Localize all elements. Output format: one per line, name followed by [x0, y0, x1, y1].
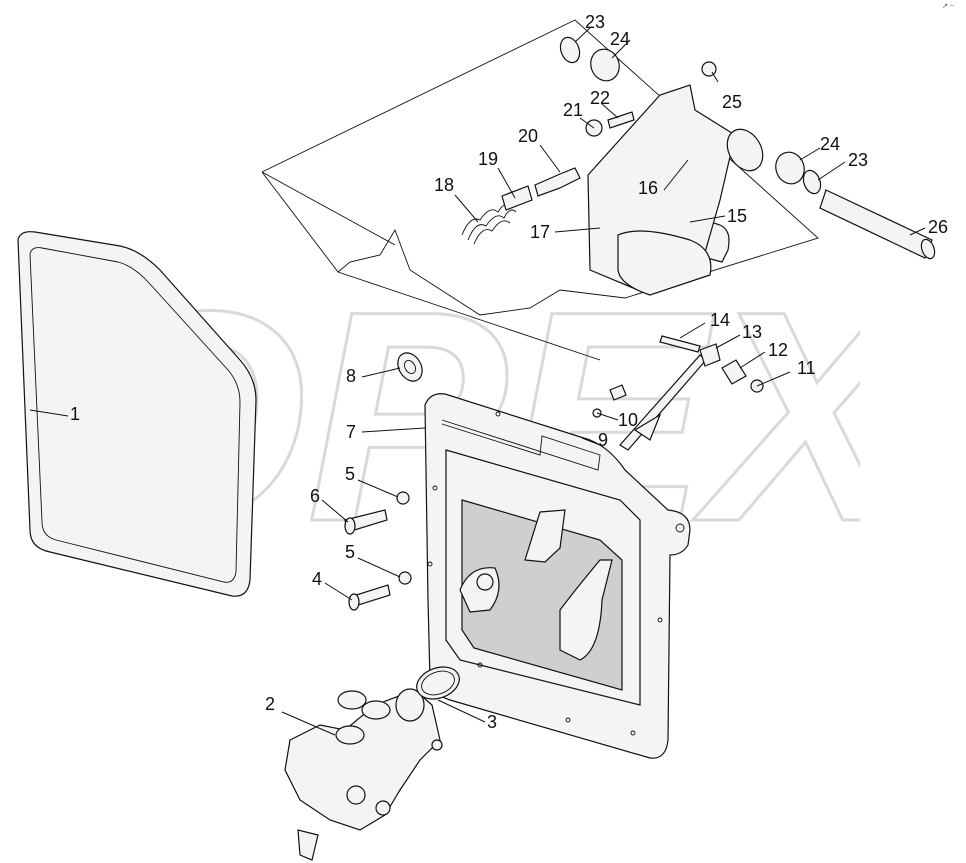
- push-rod-part-9: [619, 354, 707, 451]
- bolt-part-22: [607, 111, 635, 129]
- callout-3: 3: [487, 712, 497, 732]
- washer-part-8: [397, 352, 423, 382]
- washer-part-23-left: [559, 36, 581, 64]
- callout-24-right: 24: [820, 134, 840, 154]
- callout-5-upper: 5: [345, 464, 355, 484]
- callout-6: 6: [310, 486, 320, 506]
- spring-part-18: [461, 203, 517, 245]
- nut-part-10: [609, 384, 627, 401]
- callout-20: 20: [518, 126, 538, 146]
- washer-part-5-upper: [396, 491, 410, 505]
- callout-13: 13: [742, 322, 762, 342]
- callout-18: 18: [434, 175, 454, 195]
- rod-part-20: [534, 167, 581, 197]
- callout-10: 10: [618, 410, 638, 430]
- plunger-part-19: [501, 185, 533, 211]
- callout-2: 2: [265, 694, 275, 714]
- callout-16: 16: [638, 178, 658, 198]
- callout-14: 14: [710, 310, 730, 330]
- o-ring-part-3: [416, 666, 460, 700]
- callout-4: 4: [312, 569, 322, 589]
- bearing-part-24-left: [590, 48, 620, 82]
- callout-12: 12: [768, 340, 788, 360]
- callout-15: 15: [727, 206, 747, 226]
- pedal-bracket-part-17: [587, 84, 764, 296]
- callout-19: 19: [478, 149, 498, 169]
- callout-9: 9: [598, 430, 608, 450]
- subassembly-plane-outline: [261, 19, 819, 316]
- o-ring-inner: [421, 670, 455, 696]
- callout-22: 22: [590, 88, 610, 108]
- callout-1: 1: [70, 404, 80, 424]
- pin-part-14: [659, 335, 701, 353]
- assembly-guide-line: [337, 271, 601, 361]
- callout-8: 8: [346, 366, 356, 386]
- clevis-part-13: [699, 343, 721, 367]
- shaft-part-26: [819, 189, 936, 260]
- master-cylinder-part-2: [284, 688, 443, 861]
- bearing-part-24-right: [775, 151, 805, 185]
- bolt-part-6: [344, 509, 388, 535]
- plane-edge: [261, 171, 396, 246]
- callout-11: 11: [797, 358, 816, 378]
- nut-part-25: [701, 61, 717, 77]
- callout-25: 25: [722, 92, 742, 112]
- callout-26: 26: [928, 217, 948, 237]
- callout-5-lower: 5: [345, 542, 355, 562]
- housing-part-7: [424, 393, 691, 759]
- callout-21: 21: [563, 100, 583, 120]
- gasket-frame-part-1: [17, 231, 257, 597]
- corner-mark: ↗ −: [942, 3, 954, 10]
- bushing-part-12: [721, 359, 747, 385]
- callout-23-right: 23: [848, 150, 868, 170]
- callouts: 1 2 3 4 5 5 6 7 8 9 10 11 12 13 14 15 16…: [70, 12, 948, 732]
- callout-23-left: 23: [585, 12, 605, 32]
- bolt-part-4: [348, 584, 391, 611]
- callout-7: 7: [346, 422, 356, 442]
- washer-part-5-lower: [398, 571, 412, 585]
- callout-17: 17: [530, 222, 550, 242]
- leader-lines: [29, 27, 926, 736]
- callout-24-left: 24: [610, 29, 630, 49]
- washer-part-8-hole: [403, 359, 417, 375]
- cap-part-21: [585, 119, 603, 137]
